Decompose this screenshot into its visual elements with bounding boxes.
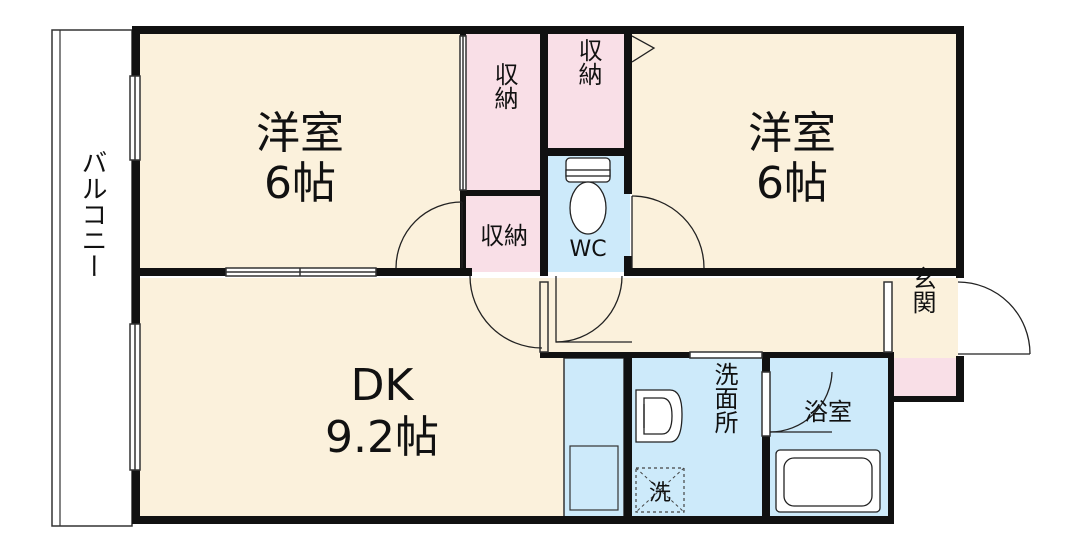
closet-b-label: 収納 [574, 38, 602, 86]
room-east-name: 洋室 [748, 108, 836, 159]
closet-b-floor [546, 32, 630, 152]
washer-space [635, 467, 685, 513]
room-east-floor [632, 32, 958, 272]
dk-name: DK [351, 360, 415, 411]
kitchen-counter [563, 357, 625, 519]
wash-basin [635, 389, 683, 443]
balcony-label: バルコニー [77, 149, 107, 279]
closet-c-label: 収納 [480, 222, 528, 250]
entrance-step [890, 358, 958, 398]
windows [129, 35, 893, 471]
room-west-size: 6帖 [264, 158, 336, 209]
closet-a-label: 収納 [490, 62, 518, 110]
bathtub [775, 449, 881, 513]
hall-floor [540, 278, 890, 358]
closet-a-floor [464, 32, 542, 190]
bath-label: 浴室 [804, 398, 852, 426]
room-west-floor [138, 32, 464, 272]
washroom-label: 洗面所 [710, 362, 738, 434]
closet-c-floor [464, 196, 542, 272]
entrance-label: 玄関 [908, 266, 936, 314]
washer-cross-b [635, 467, 685, 513]
toilet-label: WC [569, 237, 606, 262]
walls [132, 26, 964, 524]
dk-floor [138, 278, 564, 518]
toilet-fixture [565, 157, 611, 235]
room-west-name: 洋室 [256, 108, 344, 159]
dk-size: 9.2帖 [325, 412, 439, 463]
room-east-size: 6帖 [756, 158, 828, 209]
door-swings [395, 35, 1031, 433]
washer-label: 洗 [649, 481, 671, 506]
sink-counter [569, 445, 619, 511]
entrance-floor [890, 278, 958, 358]
